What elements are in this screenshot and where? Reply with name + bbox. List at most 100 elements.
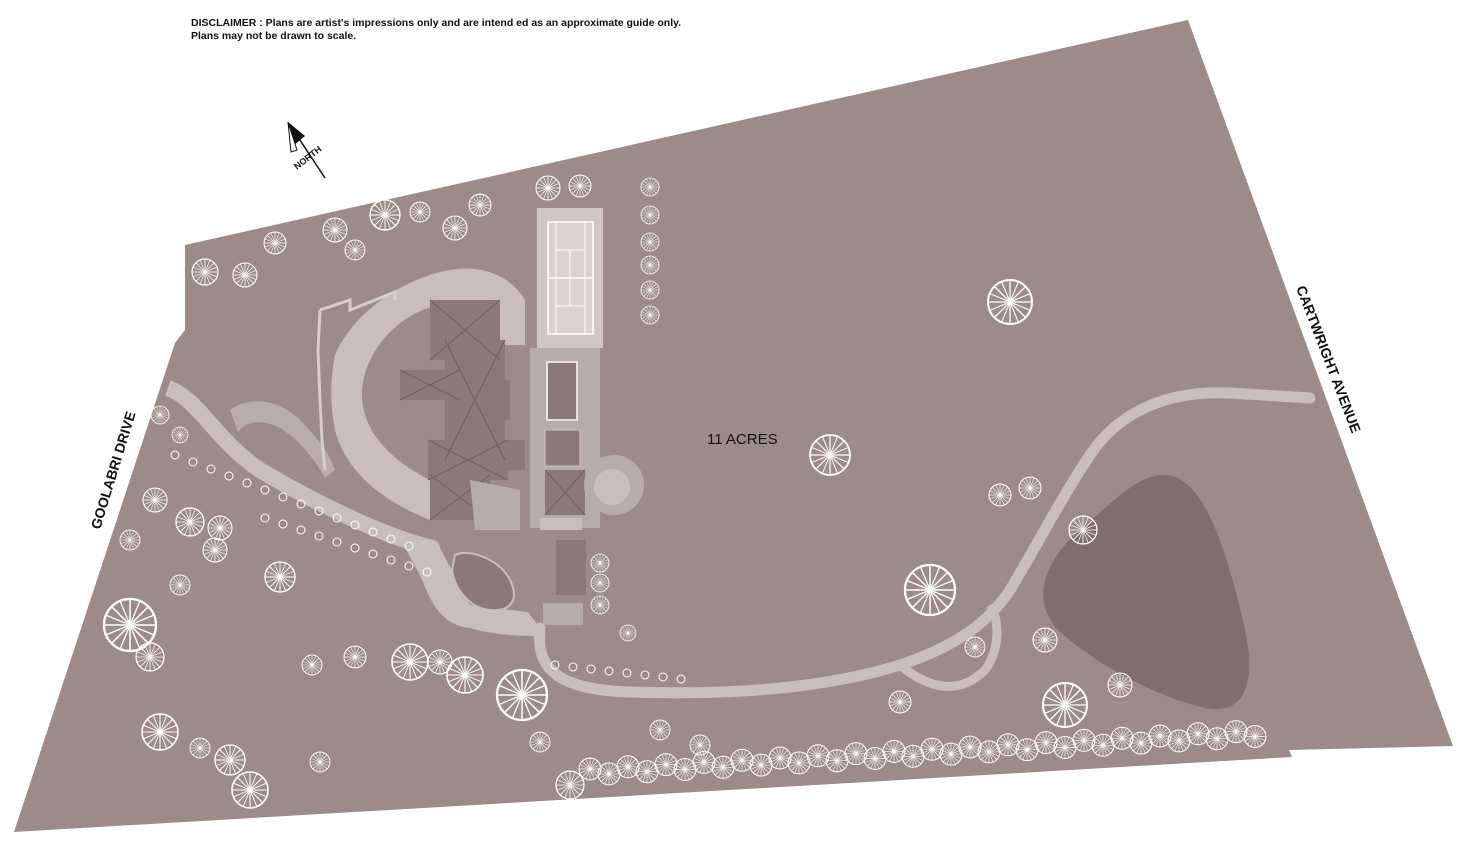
tree-symbol	[1018, 476, 1042, 500]
drive-loop	[897, 602, 1002, 691]
tree-symbol	[888, 690, 912, 714]
tree-symbol	[640, 255, 660, 275]
tree-symbol	[495, 668, 549, 722]
shrub-symbol	[386, 555, 396, 565]
tree-symbol	[1034, 731, 1058, 755]
shrub-symbol	[368, 549, 378, 559]
tree-symbol	[343, 645, 367, 669]
tree-symbol	[468, 193, 492, 217]
tree-symbol	[309, 751, 331, 773]
tree-symbol	[202, 537, 228, 563]
tree-symbol	[232, 262, 258, 288]
shrub-symbol	[242, 478, 252, 488]
tree-symbol	[442, 215, 468, 241]
tree-symbol	[619, 624, 637, 642]
tree-symbol	[231, 771, 269, 809]
forecourt	[405, 548, 540, 628]
tree-symbol	[988, 483, 1012, 507]
tree-symbol	[996, 733, 1020, 757]
tree-symbol	[529, 731, 551, 753]
shrub-symbol	[640, 670, 650, 680]
shrub-symbol	[350, 520, 360, 530]
tree-symbol	[1107, 672, 1133, 698]
tree-symbol	[189, 737, 211, 759]
tree-symbol	[649, 719, 671, 741]
shrub-symbol	[622, 668, 632, 678]
inner-loop-drive	[331, 268, 525, 520]
tree-symbol	[535, 175, 561, 201]
tree-symbol	[640, 305, 660, 325]
shrub-symbol	[296, 525, 306, 535]
shrub-symbol	[206, 464, 216, 474]
tree-symbol	[1042, 682, 1088, 728]
tree-symbol	[1148, 724, 1172, 748]
tree-symbol	[322, 217, 348, 243]
tree-symbol	[150, 405, 170, 425]
tree-symbol	[191, 258, 219, 286]
shrub-symbol	[188, 457, 198, 467]
shrub-symbol	[386, 534, 396, 544]
shrub-symbol	[404, 541, 414, 551]
shrub-symbol	[404, 561, 414, 571]
tree-symbol	[1032, 627, 1058, 653]
shrub-symbol	[586, 664, 596, 674]
shrub-symbol	[278, 492, 288, 502]
tree-symbol	[119, 529, 141, 551]
shrub-symbol	[278, 519, 288, 529]
shrub-symbol	[170, 450, 180, 460]
tree-symbol	[692, 750, 716, 774]
tree-symbol	[987, 279, 1033, 325]
bench-row	[540, 518, 582, 530]
shed	[556, 540, 586, 595]
house-garden	[470, 480, 520, 530]
tree-symbol	[1186, 722, 1210, 746]
shrub-symbol	[296, 499, 306, 509]
tree-symbol	[640, 280, 660, 300]
tree-symbol	[806, 744, 830, 768]
tree-symbol	[578, 757, 602, 781]
tree-symbol	[301, 654, 323, 676]
tree-symbol	[640, 205, 660, 225]
tree-symbol	[1224, 720, 1248, 744]
tree-symbol	[844, 742, 868, 766]
shrub-symbol	[676, 674, 686, 684]
tree-symbol	[214, 744, 246, 776]
tree-symbol	[175, 507, 205, 537]
shrub-symbol	[422, 567, 432, 577]
tree-symbol	[809, 434, 851, 476]
tree-symbol	[142, 487, 168, 513]
tree-symbol	[391, 643, 429, 681]
tree-symbol	[1068, 515, 1098, 545]
tree-symbol	[640, 177, 660, 197]
trees	[102, 174, 1267, 809]
shrub-symbol	[224, 471, 234, 481]
north-arrow: NORTH	[287, 121, 326, 179]
tree-symbol	[730, 748, 754, 772]
shrub-symbol	[314, 506, 324, 516]
tree-symbol	[768, 746, 792, 770]
shrub-symbol	[314, 531, 324, 541]
tree-symbol	[590, 573, 610, 593]
retaining-wall	[316, 289, 397, 471]
tree-symbol	[264, 561, 296, 593]
tree-symbol	[263, 231, 287, 255]
tree-symbol	[344, 239, 366, 261]
tree-symbol	[409, 201, 431, 223]
shrub-symbol	[260, 485, 270, 495]
tree-symbol	[958, 735, 982, 759]
tree-symbol	[882, 739, 906, 763]
tree-symbol	[207, 515, 233, 541]
dam-pond	[1043, 474, 1250, 710]
tree-symbol	[568, 174, 592, 198]
swimming-pool	[546, 361, 578, 421]
shrub-symbol	[332, 513, 342, 523]
shrub-symbol	[332, 537, 342, 547]
disclaimer-line-1: DISCLAIMER : Plans are artist's impressi…	[191, 17, 682, 29]
shrub-symbol	[658, 672, 668, 682]
shrub-symbol	[604, 666, 614, 676]
tree-symbol	[171, 426, 189, 444]
pool-pavilion	[544, 429, 581, 467]
disclaimer-line-2: Plans may not be drawn to scale.	[191, 30, 357, 42]
tree-symbol	[964, 636, 986, 658]
